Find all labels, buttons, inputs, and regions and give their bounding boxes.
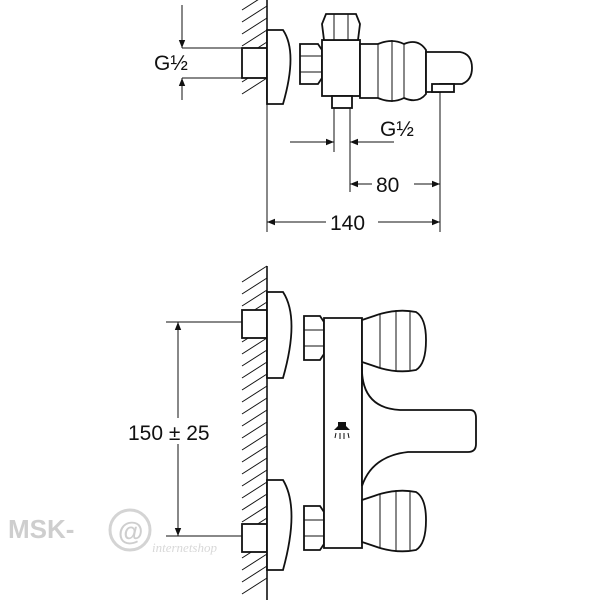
inlet-pipe-upper — [241, 309, 268, 339]
diverter-knob-top — [321, 13, 361, 41]
watermark-url: internetshop — [152, 540, 217, 555]
wall-hatch-line — [241, 337, 268, 355]
watermark-brand: MSK- — [8, 514, 74, 544]
wall-hatch-line — [241, 5, 268, 23]
handle-lower — [361, 489, 427, 553]
escutcheon-upper — [266, 291, 293, 379]
shower-icon — [334, 422, 350, 439]
wall-hatch-line — [241, 361, 268, 379]
thread-dim-left: G½ — [154, 5, 242, 100]
wall-hatch-line — [241, 457, 268, 475]
thread-dim-bottom: G½ — [290, 108, 414, 192]
valve-body-top — [321, 39, 361, 97]
wall-hatch-line — [241, 373, 268, 391]
bottom-view: 150 ± 25 — [124, 265, 477, 600]
outlet-nipple-top — [331, 95, 353, 109]
spout-top — [425, 51, 473, 93]
dim-spacing-label: 150 ± 25 — [128, 422, 210, 445]
wall-hatch-line — [241, 505, 268, 523]
wall-hatch-line — [241, 289, 268, 307]
inlet-pipe-lower — [241, 523, 268, 553]
dim-80-label: 80 — [376, 174, 399, 197]
wall-hatch-line — [241, 493, 268, 511]
thread-label-left: G½ — [154, 52, 188, 75]
spout-front — [361, 363, 477, 487]
wall-hatch-line — [241, 577, 268, 595]
watermark-at: @ — [118, 516, 143, 546]
dim-80: 80 — [350, 92, 441, 232]
wall-hatch-line — [241, 421, 268, 439]
wall-hatch-line — [241, 565, 268, 583]
wall-hatch-line — [241, 0, 259, 11]
wall-hatch-line — [241, 277, 268, 295]
escutcheon-top — [266, 29, 292, 105]
wall-hatch-line — [241, 29, 268, 47]
wall-hatch-line — [241, 445, 268, 463]
thread-label-bottom: G½ — [380, 118, 414, 141]
dim-140: 140 — [266, 100, 440, 235]
wall-hatch-line — [241, 553, 268, 571]
wall-hatch-line — [241, 397, 268, 415]
wall-hatch-line — [241, 265, 268, 283]
wall-hatch-line — [241, 469, 268, 487]
wall-hatch-line — [241, 17, 268, 35]
escutcheon-lower — [266, 479, 293, 571]
hex-nut-lower — [303, 505, 325, 551]
wall-hatch-line — [241, 409, 268, 427]
watermark-at-ring — [108, 508, 152, 552]
inlet-pipe-top — [241, 47, 268, 79]
handle-upper — [361, 309, 427, 373]
mixer-body — [323, 317, 363, 549]
handle-top — [359, 40, 427, 102]
dim-spacing: 150 ± 25 — [124, 321, 242, 537]
top-view: G½ G½ 80 140 — [154, 0, 473, 235]
wall-hatch-line — [241, 385, 268, 403]
watermark: MSK- @ internetshop — [8, 508, 217, 555]
wall-hatch-line — [241, 77, 268, 95]
wall-hatch-line — [241, 349, 268, 367]
dim-140-label: 140 — [330, 212, 365, 235]
wall-hatch-line — [241, 481, 268, 499]
hex-nut-top — [299, 43, 323, 85]
wall-hatch-line — [241, 433, 268, 451]
hex-nut-upper — [303, 315, 325, 361]
